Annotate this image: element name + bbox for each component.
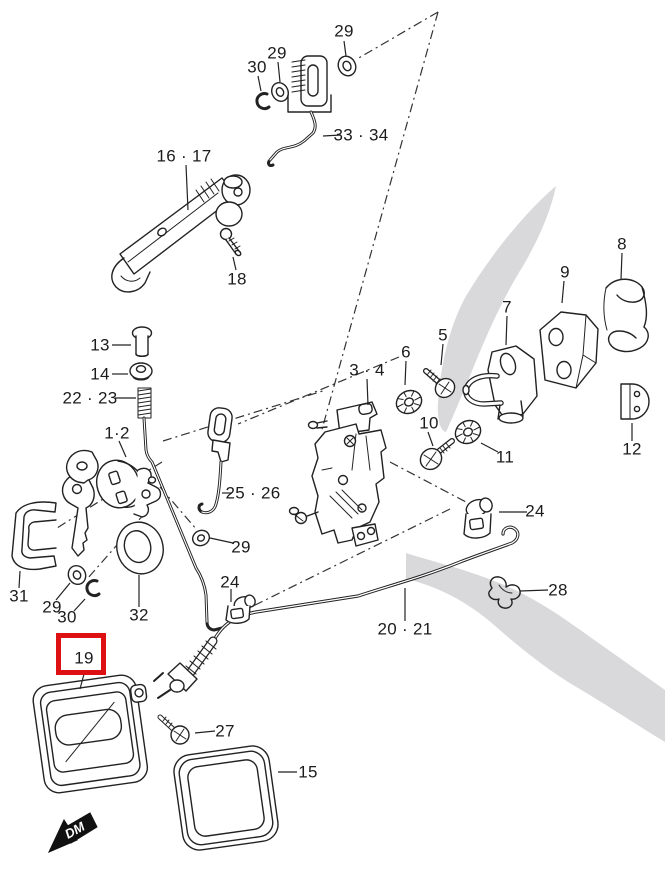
part-label-28: 28 [548,580,568,600]
silhouette-upper [437,186,556,432]
part-15-frame [173,745,279,851]
part-label-3-4: 3 · 4 [349,360,385,380]
part-label-7: 7 [502,297,512,317]
part-label-31: 31 [9,586,29,606]
part-label-12: 12 [622,439,642,459]
part-label-22-23: 22 · 23 [62,388,118,408]
part-9-block [539,311,599,389]
part-1-2-lock-cylinder [61,449,162,557]
part-3-4-latch [288,401,387,547]
part-label-6: 6 [401,342,411,362]
part-24-clip-right [463,497,493,539]
part-29-washer-center [191,529,211,547]
leader-lines [18,40,633,773]
part-label-24-left: 24 [220,572,240,592]
highlight-box-part-19 [56,633,106,675]
part-label-27: 27 [215,721,235,741]
part-label-8: 8 [617,234,627,254]
part-label-11: 11 [495,447,515,467]
part-19-bezel [32,674,149,794]
part-16-17-handle [111,174,251,293]
part-label-16-17: 16 · 17 [156,146,212,166]
part-7-striker [462,345,538,424]
part-20-21-rod [153,525,520,699]
part-27-screw [157,714,190,745]
part-label-25-26: 25 · 26 [225,483,281,503]
door-silhouette [406,186,665,742]
cable-end-fitting [167,662,198,692]
part-31-holder [11,501,57,571]
part-28-clip [488,576,521,609]
part-label-30-top: 30 [247,57,267,77]
part-24-clip-left [225,594,256,624]
part-label-18: 18 [227,269,247,289]
part-label-13: 13 [90,335,110,355]
part-label-20-21: 20 · 21 [377,619,433,639]
part-label-29-center: 29 [231,537,251,557]
part-18-screw [219,227,242,257]
construction-lines [56,11,467,613]
part-30-clip-top [255,92,271,111]
part-label-1-2: 1·2 [104,423,130,443]
part-label-29-top-right: 29 [334,21,354,41]
part-label-15: 15 [298,762,318,782]
part-label-14: 14 [90,364,110,384]
part-29-washer-top-right [337,55,357,77]
silhouette-lower [406,553,665,742]
part-33-34-rod [267,110,317,167]
part-label-10: 10 [419,413,439,433]
part-label-32: 32 [129,605,149,625]
part-label-5: 5 [438,325,448,345]
part-32-ring [116,521,164,575]
part-label-29-left: 29 [42,597,62,617]
part-22-23-rod [137,387,224,632]
part-29-washer-left [67,564,87,586]
part-5-screw [423,368,456,399]
part-label-33-34: 33 · 34 [333,125,389,145]
part-29-washer-top [271,82,289,102]
part-14-grommet [129,362,153,381]
part-30-clip-left [85,579,101,598]
part-label-24-right: 24 [525,501,545,521]
part-6-washer [395,389,423,415]
part-label-29-top: 29 [267,43,287,63]
parts [11,55,650,851]
part-label-19-highlighted: 19 [74,648,94,668]
part-33-34-rod-assembly [267,55,332,167]
part-13-pin [131,326,153,357]
part-label-30-left: 30 [57,607,77,627]
dm-arrow: DM [47,812,98,853]
part-10-screw [419,438,455,471]
part-12-plate [620,383,650,420]
part-label-9: 9 [560,262,570,282]
part-25-26-rod [197,407,233,515]
part-8-clip [603,278,649,353]
part-11-washer [454,419,482,445]
